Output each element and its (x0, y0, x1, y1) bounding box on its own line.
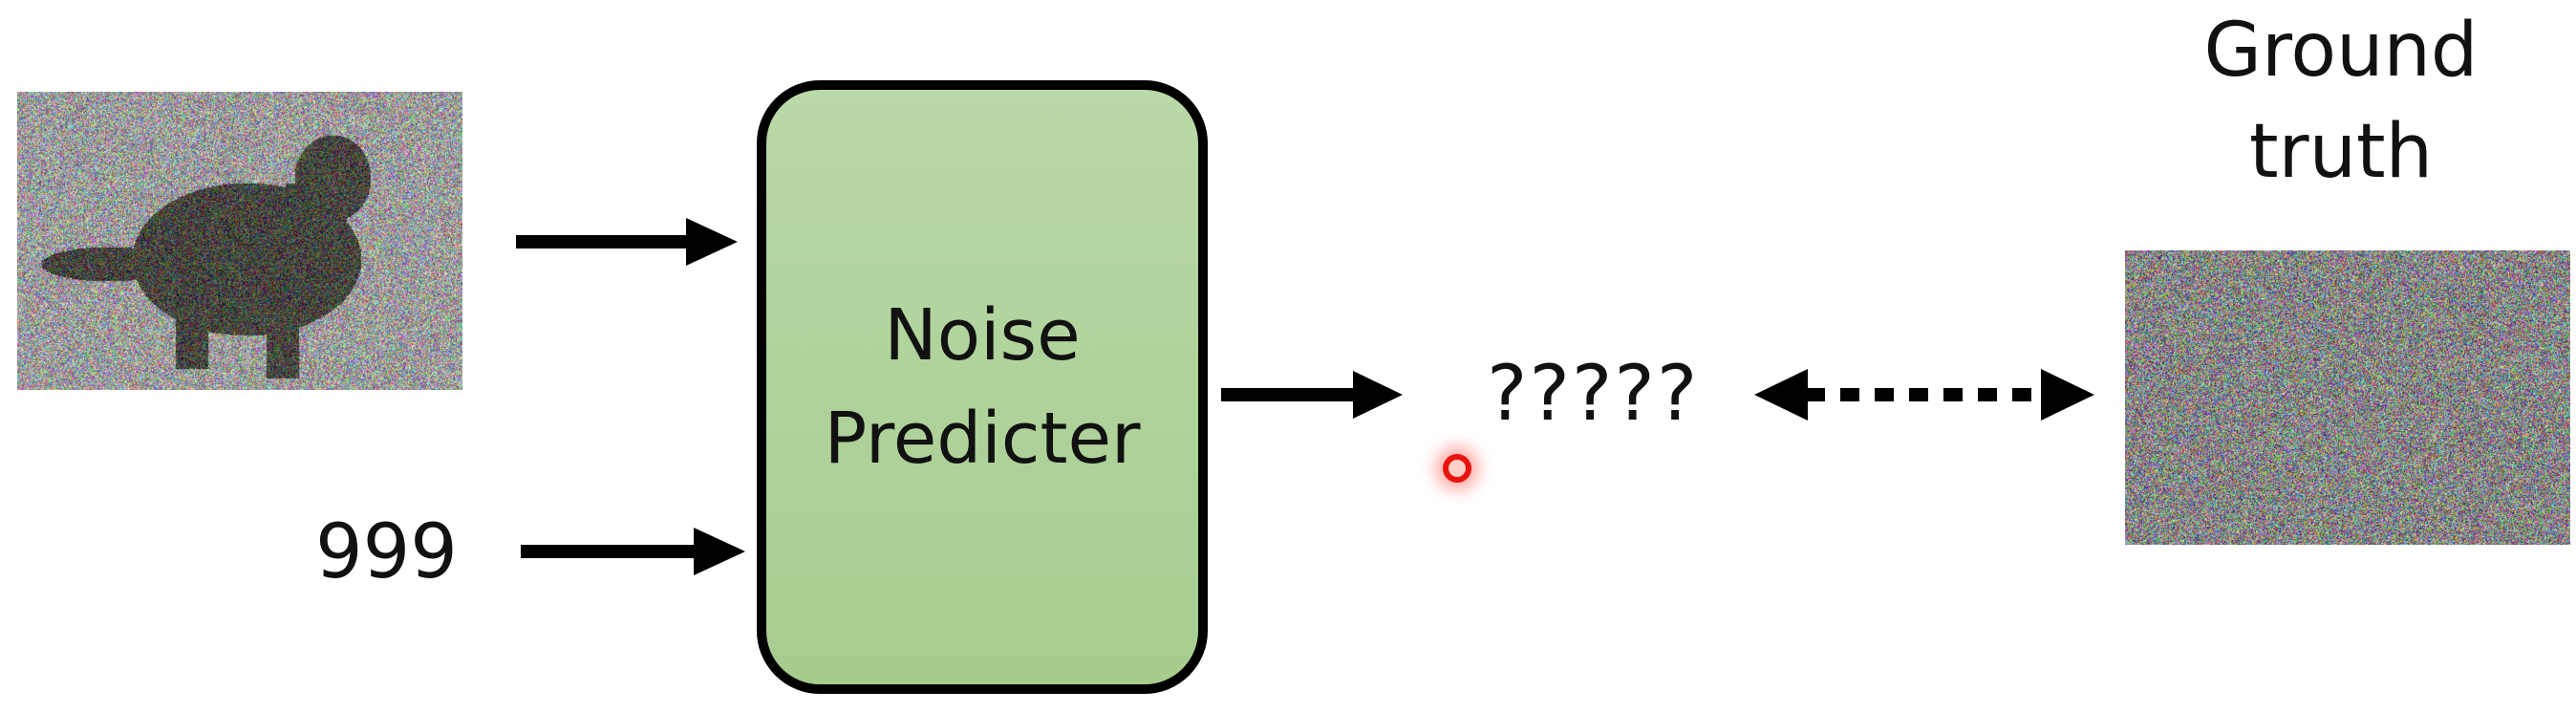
ground-truth-line1: Ground (2203, 8, 2479, 94)
noise-predictor-box: Noise Predicter (757, 80, 1208, 694)
unknown-output-label: ????? (1487, 349, 1700, 438)
predictor-output-arrow (1221, 371, 1403, 419)
timestep-label: 999 (315, 509, 458, 595)
noisy-input-image (17, 92, 462, 390)
timestep-input-arrow (521, 528, 745, 575)
predictor-label-line1: Noise (884, 294, 1081, 377)
ground-truth-noise-image (2125, 250, 2570, 545)
image-input-arrow (516, 218, 738, 266)
ground-truth-label: Ground truth (2150, 0, 2532, 203)
compare-dotted-arrow (1754, 369, 2094, 421)
ground-truth-line2: truth (2248, 109, 2434, 195)
laser-pointer-dot-icon (1443, 454, 1471, 483)
predictor-label-line2: Predicter (824, 398, 1141, 480)
